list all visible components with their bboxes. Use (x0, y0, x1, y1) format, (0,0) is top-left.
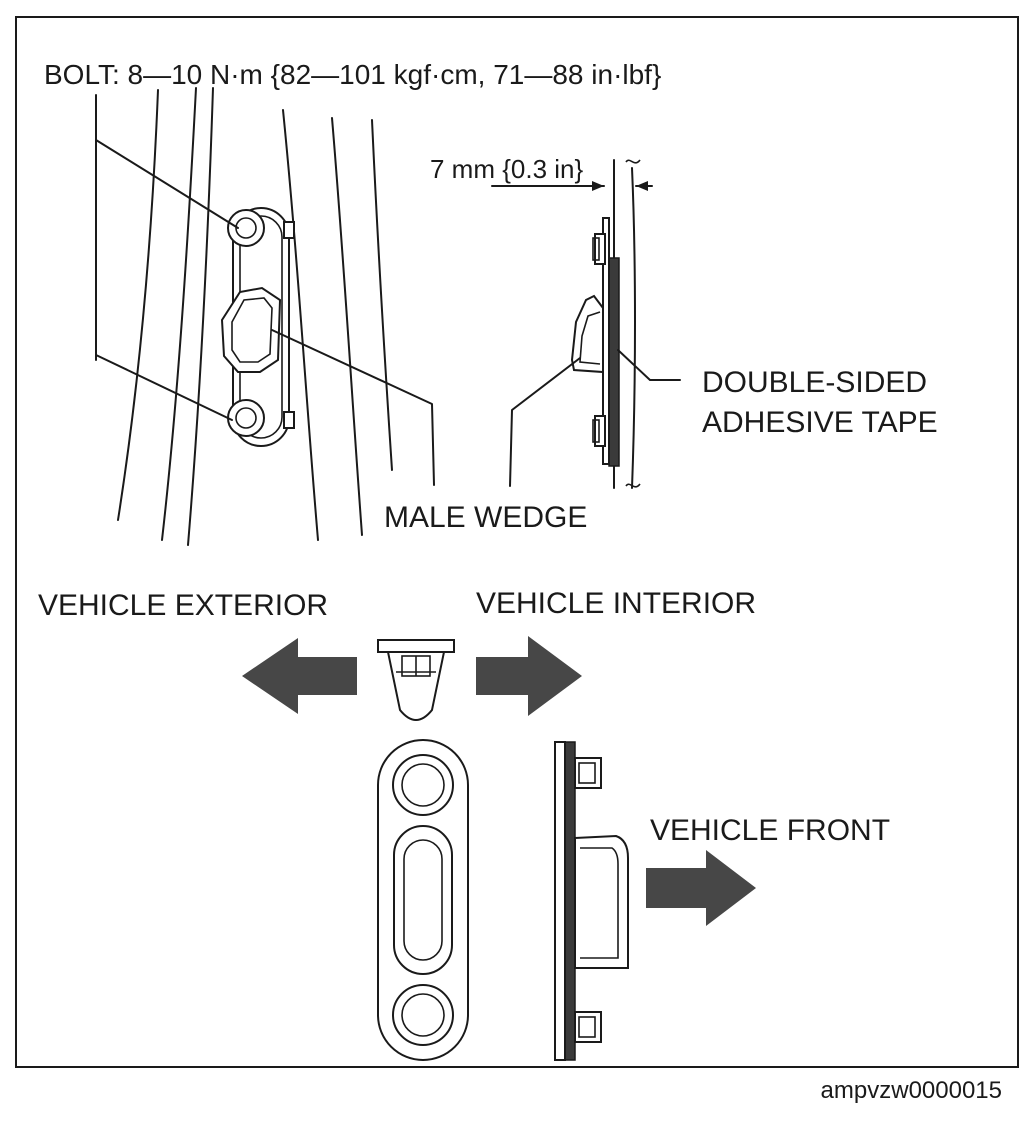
fastener-clip (377, 639, 455, 721)
male-wedge-label: MALE WEDGE (384, 501, 587, 534)
door-pillar-lines (117, 87, 393, 546)
dimension-marks (491, 181, 653, 191)
male-wedge-leader-right (509, 357, 581, 487)
side-view-installed (570, 159, 641, 489)
vehicle-interior-arrow (476, 636, 582, 716)
male-wedge-side-view (554, 741, 629, 1061)
tape-label-line2: ADHESIVE TAPE (702, 406, 938, 439)
vehicle-exterior-arrow (242, 638, 357, 714)
bolt-leader-lines (95, 94, 239, 421)
diagram-frame (15, 16, 1019, 1068)
vehicle-interior-label: VEHICLE INTERIOR (476, 587, 756, 620)
tape-label-line1: DOUBLE-SIDED (702, 366, 927, 399)
dimension-label: 7 mm {0.3 in} (430, 154, 584, 184)
male-wedge-front-view (377, 739, 469, 1061)
bolt-torque-label: BOLT: 8—10 N·m {82—101 kgf·cm, 71—88 in·… (44, 59, 661, 90)
vehicle-front-label: VEHICLE FRONT (650, 814, 890, 847)
vehicle-exterior-label: VEHICLE EXTERIOR (38, 589, 328, 622)
male-wedge-installed (220, 207, 295, 447)
vehicle-front-arrow (646, 850, 756, 926)
tape-leader (617, 349, 681, 381)
figure-id: ampvzw0000015 (820, 1077, 1002, 1104)
male-wedge-leader-left (271, 329, 435, 486)
